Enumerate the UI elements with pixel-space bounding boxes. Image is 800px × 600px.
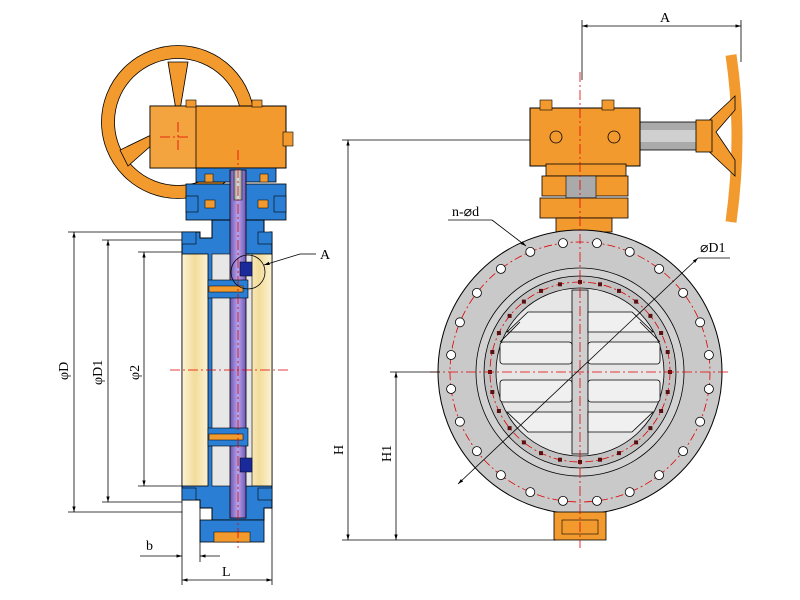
outer-bolt-hole bbox=[495, 470, 506, 481]
inner-bolt-dot bbox=[507, 313, 512, 318]
outer-bolt-hole bbox=[454, 416, 465, 427]
L-label: L bbox=[222, 565, 231, 580]
n-d-label: n-⌀d bbox=[452, 205, 479, 220]
outer-bolt-hole bbox=[695, 317, 705, 328]
inner-bolt-dot bbox=[617, 288, 621, 293]
inner-bolt-dot bbox=[558, 457, 562, 462]
outer-bolt-hole bbox=[654, 263, 664, 274]
inner-bolt-dot bbox=[507, 426, 512, 431]
inner-bolt-dot bbox=[648, 426, 653, 431]
outer-bolt-hole bbox=[454, 317, 465, 328]
outer-bolt-hole bbox=[592, 238, 602, 249]
dim-A-top: A bbox=[581, 11, 742, 80]
detail-circle bbox=[230, 254, 266, 290]
inner-bolt-dot bbox=[521, 299, 526, 304]
phi2-label: φ2 bbox=[128, 365, 143, 380]
outer-bolt-hole bbox=[446, 384, 457, 394]
outer-bolt-hole bbox=[525, 487, 536, 498]
dim-H1: H1 bbox=[380, 371, 440, 540]
outer-bolt-hole bbox=[525, 246, 536, 257]
inner-bolt-dot bbox=[539, 288, 543, 293]
inner-bolt-dot bbox=[496, 331, 501, 335]
phiD1-side-label: φD1 bbox=[91, 360, 106, 385]
dim-phiD: φD bbox=[57, 231, 182, 513]
inner-bolt-dot bbox=[617, 451, 621, 456]
phiD-label: φD bbox=[57, 362, 72, 380]
front-gearbox bbox=[529, 99, 641, 233]
outer-bolt-hole bbox=[654, 470, 664, 481]
side-view: A φD φD1 φ2 b bbox=[57, 45, 331, 585]
front-handwheel bbox=[639, 54, 743, 223]
dim-L: L bbox=[182, 508, 273, 585]
outer-bolt-hole bbox=[592, 495, 602, 506]
inner-bolt-dot bbox=[659, 409, 664, 413]
dim-H: H bbox=[332, 139, 556, 541]
b-label: b bbox=[146, 539, 153, 554]
outer-bolt-hole bbox=[624, 246, 635, 257]
dim-b: b bbox=[140, 500, 220, 585]
inner-bolt-dot bbox=[665, 390, 670, 394]
outer-bolt-hole bbox=[471, 446, 482, 457]
front-view: ⌀D1 n-⌀d A H H1 bbox=[332, 11, 743, 548]
inner-bolt-dot bbox=[490, 350, 495, 354]
side-detail-label: A bbox=[320, 248, 331, 263]
D1-front-label: ⌀D1 bbox=[700, 241, 726, 256]
dim-phiD1-side: φD1 bbox=[91, 239, 182, 503]
inner-bolt-dot bbox=[539, 451, 543, 456]
H-label: H bbox=[332, 445, 347, 455]
outer-bolt-hole bbox=[678, 287, 688, 298]
inner-bolt-dot bbox=[659, 331, 664, 335]
inner-bolt-dot bbox=[634, 440, 639, 445]
dim-phi2: φ2 bbox=[128, 251, 182, 487]
side-gearbox bbox=[149, 99, 294, 169]
outer-bolt-hole bbox=[678, 446, 688, 457]
inner-bolt-dot bbox=[634, 299, 639, 304]
outer-bolt-hole bbox=[704, 384, 714, 394]
outer-bolt-hole bbox=[471, 287, 482, 298]
outer-bolt-hole bbox=[704, 350, 714, 360]
inner-bolt-dot bbox=[665, 350, 670, 354]
outer-bolt-hole bbox=[558, 495, 568, 506]
inner-bolt-dot bbox=[558, 282, 562, 287]
outer-bolt-hole bbox=[695, 416, 705, 427]
inner-bolt-dot bbox=[648, 313, 653, 318]
side-body bbox=[181, 169, 273, 543]
outer-bolt-hole bbox=[446, 350, 457, 360]
outer-bolt-hole bbox=[495, 263, 506, 274]
inner-bolt-dot bbox=[521, 440, 526, 445]
inner-bolt-dot bbox=[598, 457, 602, 462]
outer-bolt-hole bbox=[624, 487, 635, 498]
inner-bolt-dot bbox=[496, 409, 501, 413]
outer-bolt-hole bbox=[558, 238, 568, 249]
H1-label: H1 bbox=[380, 445, 395, 462]
inner-bolt-dot bbox=[598, 282, 602, 287]
A-top-label: A bbox=[660, 11, 671, 26]
inner-bolt-dot bbox=[490, 390, 495, 394]
